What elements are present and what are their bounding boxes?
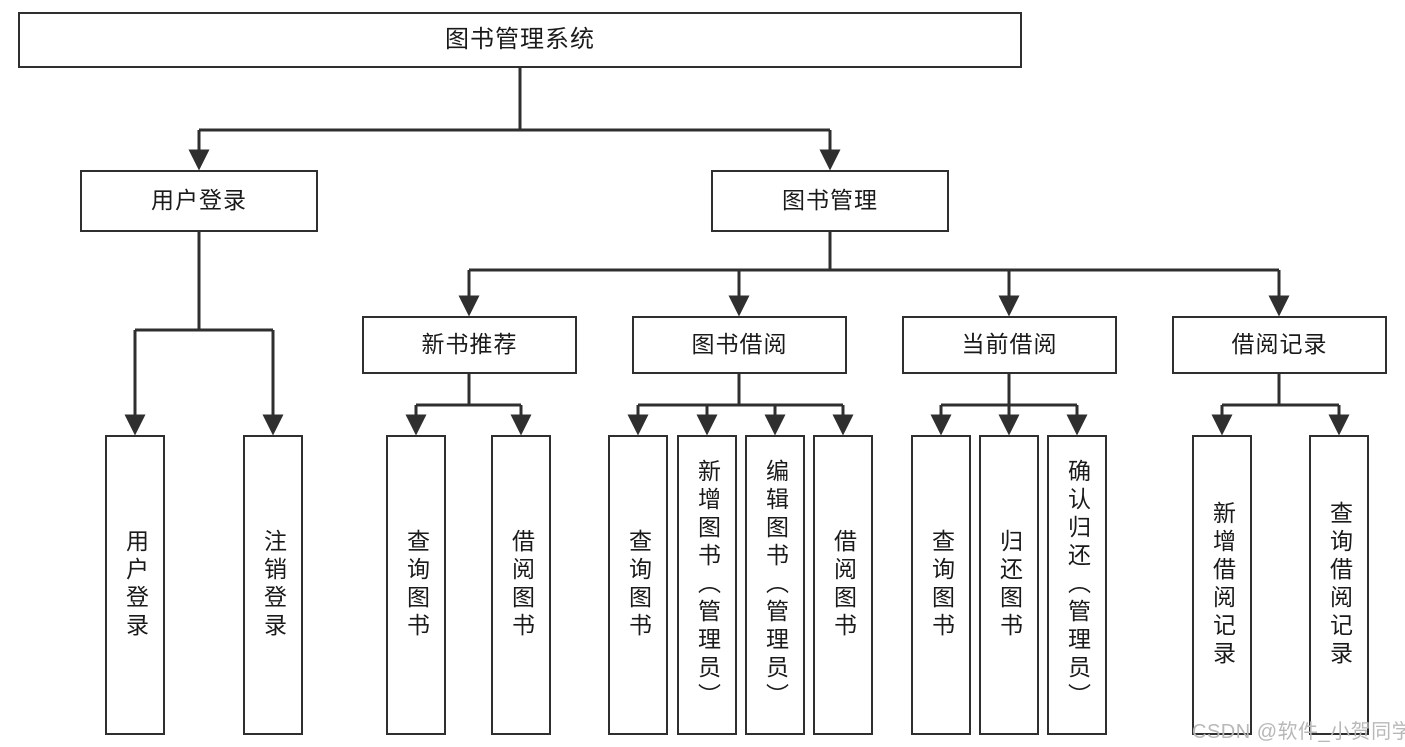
node-leaf-edit-book[interactable]: 编辑图书（管理员） <box>745 435 805 735</box>
node-leaf-query-book-3-label: 查询图书 <box>928 529 955 641</box>
node-leaf-add-record-label: 新增借阅记录 <box>1209 501 1236 669</box>
node-book-borrow[interactable]: 图书借阅 <box>632 316 847 374</box>
node-leaf-query-book-2-label: 查询图书 <box>625 529 652 641</box>
node-leaf-add-record[interactable]: 新增借阅记录 <box>1192 435 1252 735</box>
node-leaf-return-book[interactable]: 归还图书 <box>979 435 1039 735</box>
node-leaf-query-book-1[interactable]: 查询图书 <box>386 435 446 735</box>
node-leaf-query-record-label: 查询借阅记录 <box>1326 501 1353 669</box>
node-leaf-confirm-return-label: 确认归还（管理员） <box>1064 459 1091 711</box>
node-leaf-confirm-return[interactable]: 确认归还（管理员） <box>1047 435 1107 735</box>
node-user-login[interactable]: 用户登录 <box>80 170 318 232</box>
node-leaf-edit-book-label: 编辑图书（管理员） <box>762 459 789 711</box>
node-leaf-query-book-3[interactable]: 查询图书 <box>911 435 971 735</box>
node-leaf-user-logout[interactable]: 注销登录 <box>243 435 303 735</box>
node-book-manage[interactable]: 图书管理 <box>711 170 949 232</box>
node-new-book-rec-label: 新书推荐 <box>421 331 518 358</box>
node-root[interactable]: 图书管理系统 <box>18 12 1022 68</box>
node-leaf-user-logout-label: 注销登录 <box>260 529 287 641</box>
node-current-borrow-label: 当前借阅 <box>961 331 1058 358</box>
node-leaf-user-login-label: 用户登录 <box>122 529 149 641</box>
node-leaf-query-book-1-label: 查询图书 <box>403 529 430 641</box>
node-borrow-record[interactable]: 借阅记录 <box>1172 316 1387 374</box>
node-current-borrow[interactable]: 当前借阅 <box>902 316 1117 374</box>
node-user-login-label: 用户登录 <box>151 187 247 214</box>
node-new-book-rec[interactable]: 新书推荐 <box>362 316 577 374</box>
node-leaf-user-login[interactable]: 用户登录 <box>105 435 165 735</box>
node-leaf-borrow-book-2-label: 借阅图书 <box>830 529 857 641</box>
node-leaf-query-book-2[interactable]: 查询图书 <box>608 435 668 735</box>
node-leaf-borrow-book-1[interactable]: 借阅图书 <box>491 435 551 735</box>
node-borrow-record-label: 借阅记录 <box>1231 331 1328 358</box>
node-book-manage-label: 图书管理 <box>782 187 878 214</box>
watermark-text: CSDN @软件_小贺同学 <box>1192 721 1405 743</box>
node-leaf-query-record[interactable]: 查询借阅记录 <box>1309 435 1369 735</box>
node-leaf-return-book-label: 归还图书 <box>996 529 1023 641</box>
node-leaf-borrow-book-2[interactable]: 借阅图书 <box>813 435 873 735</box>
node-leaf-add-book[interactable]: 新增图书（管理员） <box>677 435 737 735</box>
node-root-label: 图书管理系统 <box>445 25 595 53</box>
node-leaf-add-book-label: 新增图书（管理员） <box>694 459 721 711</box>
node-leaf-borrow-book-1-label: 借阅图书 <box>508 529 535 641</box>
node-book-borrow-label: 图书借阅 <box>691 331 788 358</box>
